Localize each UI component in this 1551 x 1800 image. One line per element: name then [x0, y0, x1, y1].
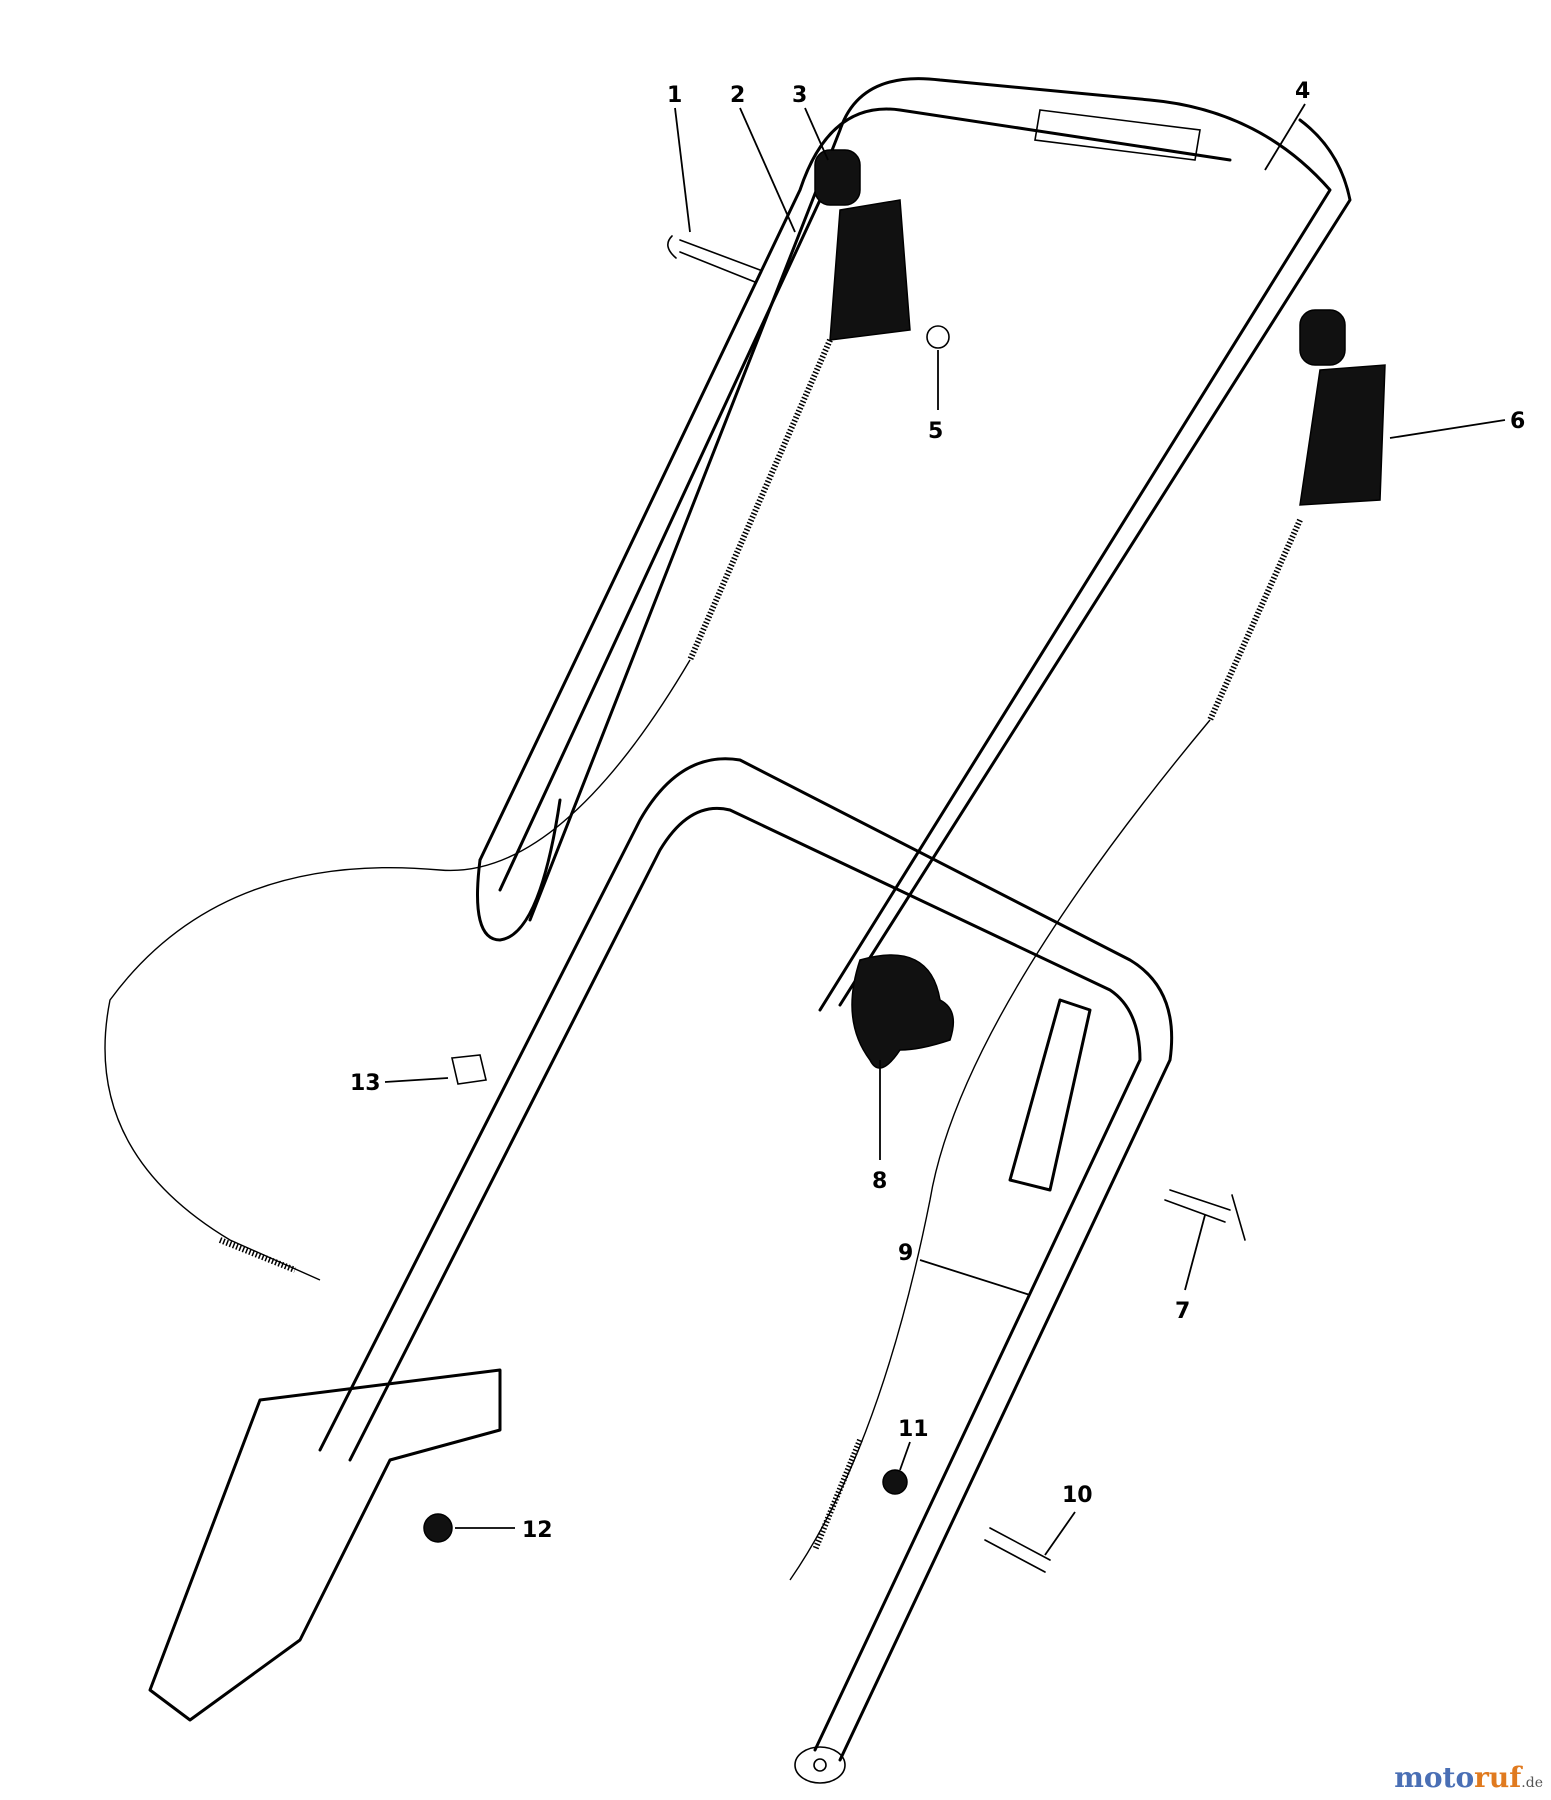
nut-11 — [882, 1469, 908, 1495]
callout-5: 5 — [928, 419, 943, 444]
callout-7: 7 — [1175, 1299, 1190, 1324]
watermark: motoruf.de — [1394, 1761, 1543, 1794]
control-lever-right — [1207, 309, 1386, 722]
callout-3: 3 — [792, 83, 807, 108]
bolt-7 — [1164, 1189, 1246, 1241]
upper-handle — [476, 77, 1352, 1192]
callout-1: 1 — [667, 83, 682, 108]
callout-2: 2 — [730, 83, 745, 108]
nut-5 — [926, 325, 950, 349]
callout-4: 4 — [1295, 79, 1310, 104]
callout-12: 12 — [522, 1518, 553, 1543]
callout-13: 13 — [350, 1071, 381, 1096]
clip-13 — [451, 1054, 487, 1085]
lower-handle — [318, 757, 1174, 1784]
bolt-1 — [667, 235, 761, 283]
callout-8: 8 — [872, 1169, 887, 1194]
callout-10: 10 — [1062, 1483, 1093, 1508]
bolt-12 — [423, 1513, 453, 1543]
callout-9: 9 — [898, 1241, 913, 1266]
callout-11: 11 — [898, 1417, 929, 1442]
mounting-bracket — [148, 1368, 502, 1722]
pin-10 — [984, 1527, 1051, 1573]
cables — [104, 659, 1211, 1581]
starter-handle — [851, 954, 955, 1069]
leader-lines — [384, 103, 1506, 1556]
control-lever-left — [687, 149, 911, 662]
callout-6: 6 — [1510, 409, 1525, 434]
